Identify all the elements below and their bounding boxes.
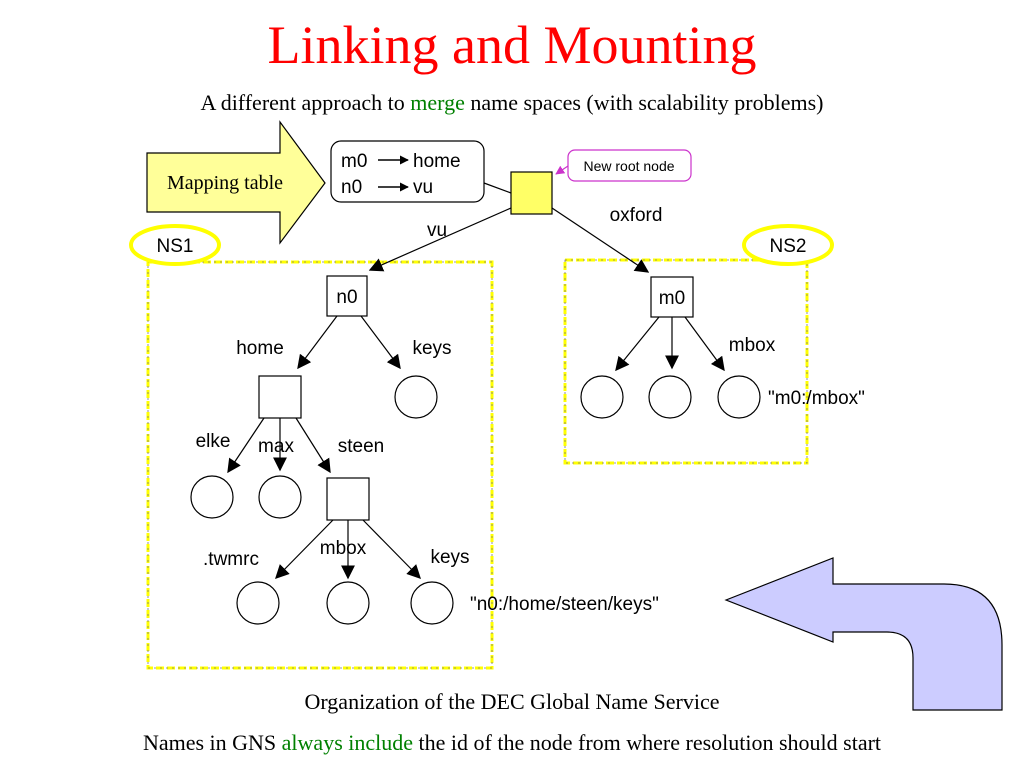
subtitle-text-before: A different approach to bbox=[200, 90, 411, 115]
edge-label-steen: steen bbox=[338, 436, 384, 457]
ns1-label: NS1 bbox=[157, 236, 194, 257]
node-steen bbox=[326, 477, 370, 521]
edge-label-steen-keys: keys bbox=[430, 547, 469, 568]
node-twmrc-leaf bbox=[236, 581, 280, 625]
node-max-leaf bbox=[258, 475, 302, 519]
edge-label-vu: vu bbox=[427, 220, 447, 241]
mapping-row-2-to: vu bbox=[413, 177, 433, 198]
edge-steen-keys bbox=[362, 519, 421, 579]
curved-back-arrow bbox=[724, 557, 1003, 711]
edge-twmrc bbox=[275, 519, 334, 579]
node-steen-keys-leaf bbox=[410, 581, 454, 625]
edge-label-twmrc: .twmrc bbox=[203, 549, 259, 570]
node-mbox-leaf bbox=[326, 581, 370, 625]
ns2-label: NS2 bbox=[770, 236, 807, 257]
path-label-keys: "n0:/home/steen/keys" bbox=[470, 594, 659, 615]
edge-label-m0-mbox: mbox bbox=[729, 335, 776, 356]
node-keys-leaf bbox=[394, 375, 438, 419]
node-m0-leaf-1 bbox=[580, 375, 624, 419]
footer-highlight: always include bbox=[281, 730, 414, 755]
new-root-callout bbox=[567, 149, 692, 182]
ns2-ellipse bbox=[742, 224, 834, 266]
mapping-row-1-to: home bbox=[413, 151, 461, 172]
node-m0-leaf-2 bbox=[648, 375, 692, 419]
node-elke-leaf bbox=[190, 475, 234, 519]
mapping-table-arrow bbox=[146, 120, 326, 245]
edge-label-keys: keys bbox=[412, 338, 451, 359]
ns2-box-inner-dash bbox=[564, 259, 808, 464]
subtitle-highlight: merge bbox=[410, 90, 465, 115]
mapping-table-box bbox=[330, 140, 485, 203]
slide-title: Linking and Mounting bbox=[267, 15, 757, 75]
node-m0 bbox=[650, 276, 694, 318]
edge-root-vu bbox=[368, 207, 512, 272]
mapping-table-connector bbox=[483, 182, 512, 194]
diagram-caption: Organization of the DEC Global Name Serv… bbox=[304, 689, 720, 714]
ns1-ellipse bbox=[129, 224, 221, 266]
edge-label-oxford: oxford bbox=[610, 205, 663, 226]
footer-text-before: Names in GNS bbox=[142, 730, 282, 755]
path-label-mbox: "m0:/mbox" bbox=[768, 388, 865, 409]
node-home bbox=[258, 375, 302, 419]
slide-subtitle: A different approach to merge name space… bbox=[0, 89, 1024, 117]
edge-label-steen-mbox: mbox bbox=[320, 538, 367, 559]
edge-steen bbox=[295, 417, 331, 474]
slide-footer: Names in GNS always include the id of th… bbox=[0, 729, 1024, 757]
new-root-callout-label: New root node bbox=[583, 158, 674, 174]
edge-label-elke: elke bbox=[196, 431, 231, 452]
node-m0-mbox-leaf bbox=[717, 375, 761, 419]
subtitle-text-after: name spaces (with scalability problems) bbox=[464, 90, 824, 115]
edge-keys bbox=[360, 315, 401, 370]
mapping-row-2-from: n0 bbox=[341, 177, 362, 198]
edge-label-max: max bbox=[258, 436, 294, 457]
edge-m0-left bbox=[615, 316, 660, 372]
node-n0 bbox=[326, 275, 368, 317]
edge-home bbox=[297, 315, 338, 370]
ns1-box-inner-dash bbox=[147, 261, 493, 669]
new-root-node bbox=[510, 171, 553, 215]
node-m0-label: m0 bbox=[659, 288, 685, 309]
footer-text-after: the id of the node from where resolution… bbox=[413, 730, 882, 755]
edge-root-oxford bbox=[551, 207, 650, 273]
edge-label-home: home bbox=[236, 338, 284, 359]
edge-m0-mbox bbox=[684, 316, 725, 372]
mapping-table-label: Mapping table bbox=[167, 172, 283, 194]
new-root-callout-pointer bbox=[555, 165, 569, 175]
edge-elke bbox=[227, 417, 265, 474]
mapping-row-1-from: m0 bbox=[341, 151, 367, 172]
node-n0-label: n0 bbox=[336, 287, 357, 308]
